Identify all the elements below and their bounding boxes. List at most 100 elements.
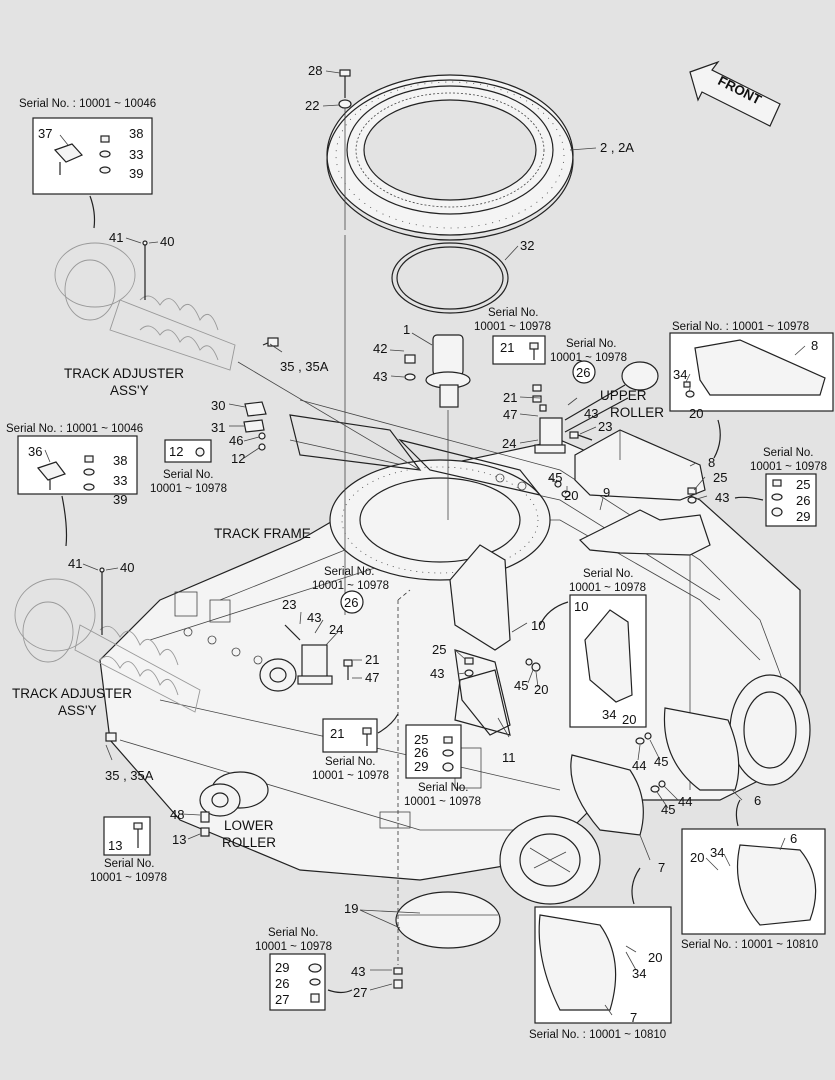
leader-36: [61, 495, 68, 547]
part-7: 7: [658, 860, 665, 875]
part-23-b: 23: [282, 597, 296, 612]
serial-no-13: Serial No.: [104, 858, 155, 870]
part-34-c: 34: [710, 845, 724, 860]
part-6: 6: [754, 793, 761, 808]
front-arrow: FRONT: [689, 60, 781, 127]
roller-bracket-upper-24: [532, 361, 659, 454]
part-41-b: 41: [68, 556, 82, 571]
part-2: 2 , 2A: [600, 140, 634, 155]
part-25-b: 25: [796, 477, 810, 492]
part-45-a: 45: [548, 470, 562, 485]
track-adjuster-lower-line1: TRACK ADJUSTER: [12, 686, 132, 701]
inset-box-7: [534, 906, 672, 1024]
part-39-b: 39: [113, 492, 127, 507]
part-24-a: 24: [502, 436, 516, 451]
part-43-d: 43: [307, 610, 321, 625]
serial-range-10: 10001 ~ 10978: [569, 582, 646, 594]
part-10-box: 10: [574, 599, 588, 614]
part-35-lower: 35 , 35A: [105, 768, 154, 783]
part-20-f: 20: [648, 950, 662, 965]
track-adjuster-upper: [54, 242, 236, 371]
swing-bearing: [326, 74, 574, 241]
part-20-b: 20: [564, 488, 578, 503]
roller-bracket-lower-24: [259, 624, 333, 692]
part-40-a: 40: [160, 234, 174, 249]
part-37: 37: [38, 126, 52, 141]
serial-range-21-lower: 10001 ~ 10978: [312, 770, 389, 782]
leader-lines: [44, 70, 806, 1016]
serial-no-29: Serial No.: [268, 927, 319, 939]
serial-label-8-box: Serial No. : 10001 ~ 10978: [672, 321, 809, 333]
text-labels: Serial No. : 10001 ~ 10046 Serial No. : …: [6, 63, 827, 1041]
part-33-b: 33: [113, 473, 127, 488]
serial-no-26-upper: Serial No.: [566, 338, 617, 350]
part-8-box: 8: [811, 338, 818, 353]
serial-range-12: 10001 ~ 10978: [150, 483, 227, 495]
inset-box-13: [103, 816, 151, 856]
part-34-a: 34: [673, 367, 687, 382]
part-26-c: 26: [275, 976, 289, 991]
part-43-b: 43: [584, 406, 598, 421]
inset-box-6: [681, 828, 826, 935]
part-9: 9: [603, 485, 610, 500]
part-45-c: 45: [654, 754, 668, 769]
part-26-b: 26: [414, 745, 428, 760]
part-35-upper: 35 , 35A: [280, 359, 329, 374]
part-24-b: 24: [329, 622, 343, 637]
part-10-a: 10: [531, 618, 545, 633]
inset-box-10: [569, 594, 647, 728]
part-25-c: 25: [432, 642, 446, 657]
part-27-a: 27: [353, 985, 367, 1000]
serial-range-26-upper: 10001 ~ 10978: [550, 352, 627, 364]
part-48: 48: [170, 807, 184, 822]
part-36: 36: [28, 444, 42, 459]
part-43-c: 43: [715, 490, 729, 505]
part-34-b: 34: [602, 707, 616, 722]
track-adjuster-lower: [14, 578, 201, 713]
cover-7: [570, 754, 644, 836]
leader-10: [539, 601, 569, 626]
serial-range-13: 10001 ~ 10978: [90, 872, 167, 884]
callout-circle-26-lower: [340, 590, 364, 614]
bracket-11: [454, 669, 511, 736]
serial-no-25-right: Serial No.: [763, 447, 814, 459]
fasteners: [99, 240, 697, 989]
inset-box-25-right: [765, 473, 817, 527]
part-26-upper: 26: [576, 365, 590, 380]
part-20-e: 20: [690, 850, 704, 865]
leader-8: [713, 419, 721, 459]
part-29-b: 29: [414, 759, 428, 774]
part-20-a: 20: [689, 406, 703, 421]
cover-6: [663, 707, 740, 791]
serial-range-21-upper: 10001 ~ 10978: [474, 321, 551, 333]
inset-box-36: [17, 435, 138, 495]
track-adjuster-upper-line2: ASS'Y: [110, 383, 149, 398]
bottom-plate-19: [395, 589, 501, 965]
part-21-d: 21: [330, 726, 344, 741]
lower-roller: [199, 771, 269, 817]
o-ring-32: [391, 242, 509, 314]
serial-no-12: Serial No.: [163, 469, 214, 481]
inset-box-8: [669, 332, 834, 412]
track-adjuster-lower-line2: ASS'Y: [58, 703, 97, 718]
part-45-d: 45: [661, 802, 675, 817]
part-26-a: 26: [796, 493, 810, 508]
part-20-c: 20: [534, 682, 548, 697]
leader-21-lower: [377, 713, 399, 734]
part-22: 22: [305, 98, 319, 113]
leader-6: [735, 799, 741, 827]
part-11: 11: [502, 750, 516, 765]
inset-box-21-lower: [322, 718, 378, 753]
serial-range-25-lower: 10001 ~ 10978: [404, 796, 481, 808]
leader-37: [89, 195, 96, 229]
upper-roller-line1: UPPER: [600, 388, 647, 403]
leader-7: [631, 867, 641, 905]
part-21-b: 21: [503, 390, 517, 405]
part-28: 28: [308, 63, 322, 78]
part-12-a: 12: [231, 451, 245, 466]
serial-no-26-lower: Serial No.: [324, 566, 375, 578]
part-43-a: 43: [373, 369, 387, 384]
serial-no-21-upper: Serial No.: [488, 307, 539, 319]
part-33-a: 33: [129, 147, 143, 162]
